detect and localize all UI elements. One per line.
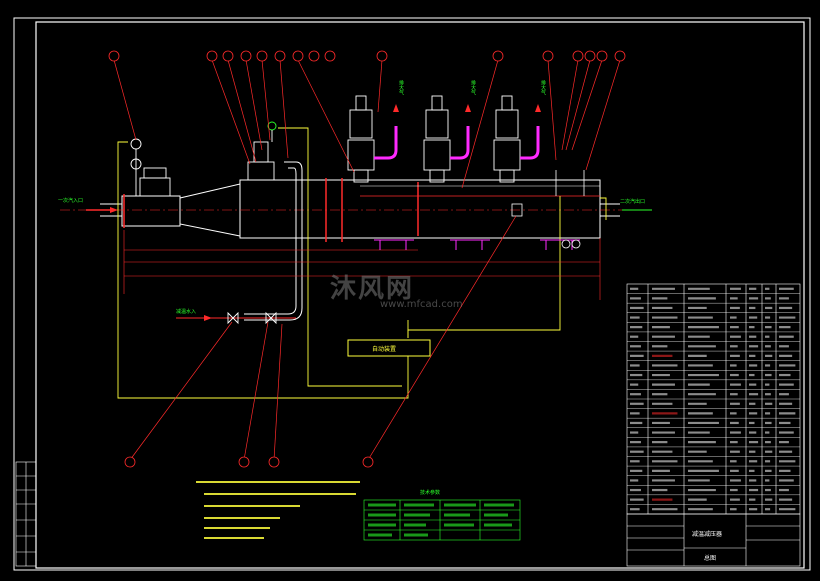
main-pipe	[100, 179, 620, 239]
title-block	[626, 513, 801, 567]
temp-sensor	[511, 203, 523, 217]
inner-frame	[35, 21, 805, 569]
bom-rows	[627, 293, 800, 505]
control-box-label: 自动装置	[372, 345, 396, 353]
exhaust-arrows	[393, 104, 541, 112]
supports	[374, 239, 580, 250]
safety-valves	[347, 95, 521, 183]
inlet-arrowhead	[110, 207, 118, 213]
inlet-label: 一次汽入口	[58, 197, 83, 204]
leader-lines	[113, 59, 621, 461]
water-inlet-label: 减温水入	[176, 308, 196, 315]
exhaust-label-2: 排大气	[470, 79, 476, 95]
outlet-label: 二次汽出口	[620, 198, 645, 205]
control-box	[347, 339, 431, 357]
sheet-name: 总图	[704, 554, 716, 562]
params-title: 技术参数	[420, 489, 440, 496]
exhaust-label-3: 排大气	[540, 79, 546, 95]
revision-block	[15, 461, 37, 567]
watermark-url: www.mfcad.com	[380, 299, 463, 310]
water-valves	[227, 311, 277, 325]
exhaust-pipes	[374, 126, 540, 160]
exhaust-labels: 排大气 排大气 排大气	[398, 79, 546, 95]
drain-gauges	[555, 170, 585, 249]
outer-frame	[13, 17, 811, 571]
water-line	[244, 161, 303, 321]
params-table	[363, 499, 521, 541]
dimension-lines	[123, 230, 601, 300]
flanges	[123, 178, 419, 242]
watermark-brand: 沐风网	[330, 274, 415, 304]
inlet-valve	[130, 138, 171, 197]
exhaust-label-1: 排大气	[398, 79, 404, 95]
bom-fill	[630, 287, 796, 511]
control-wiring	[117, 127, 607, 399]
balloons	[108, 50, 626, 468]
reducing-valve	[247, 121, 277, 181]
technical-notes	[196, 481, 360, 539]
drawing-title: 减温减压器	[692, 530, 722, 538]
water-inlet-arrowhead	[204, 315, 212, 321]
params-table-fill	[368, 503, 514, 537]
